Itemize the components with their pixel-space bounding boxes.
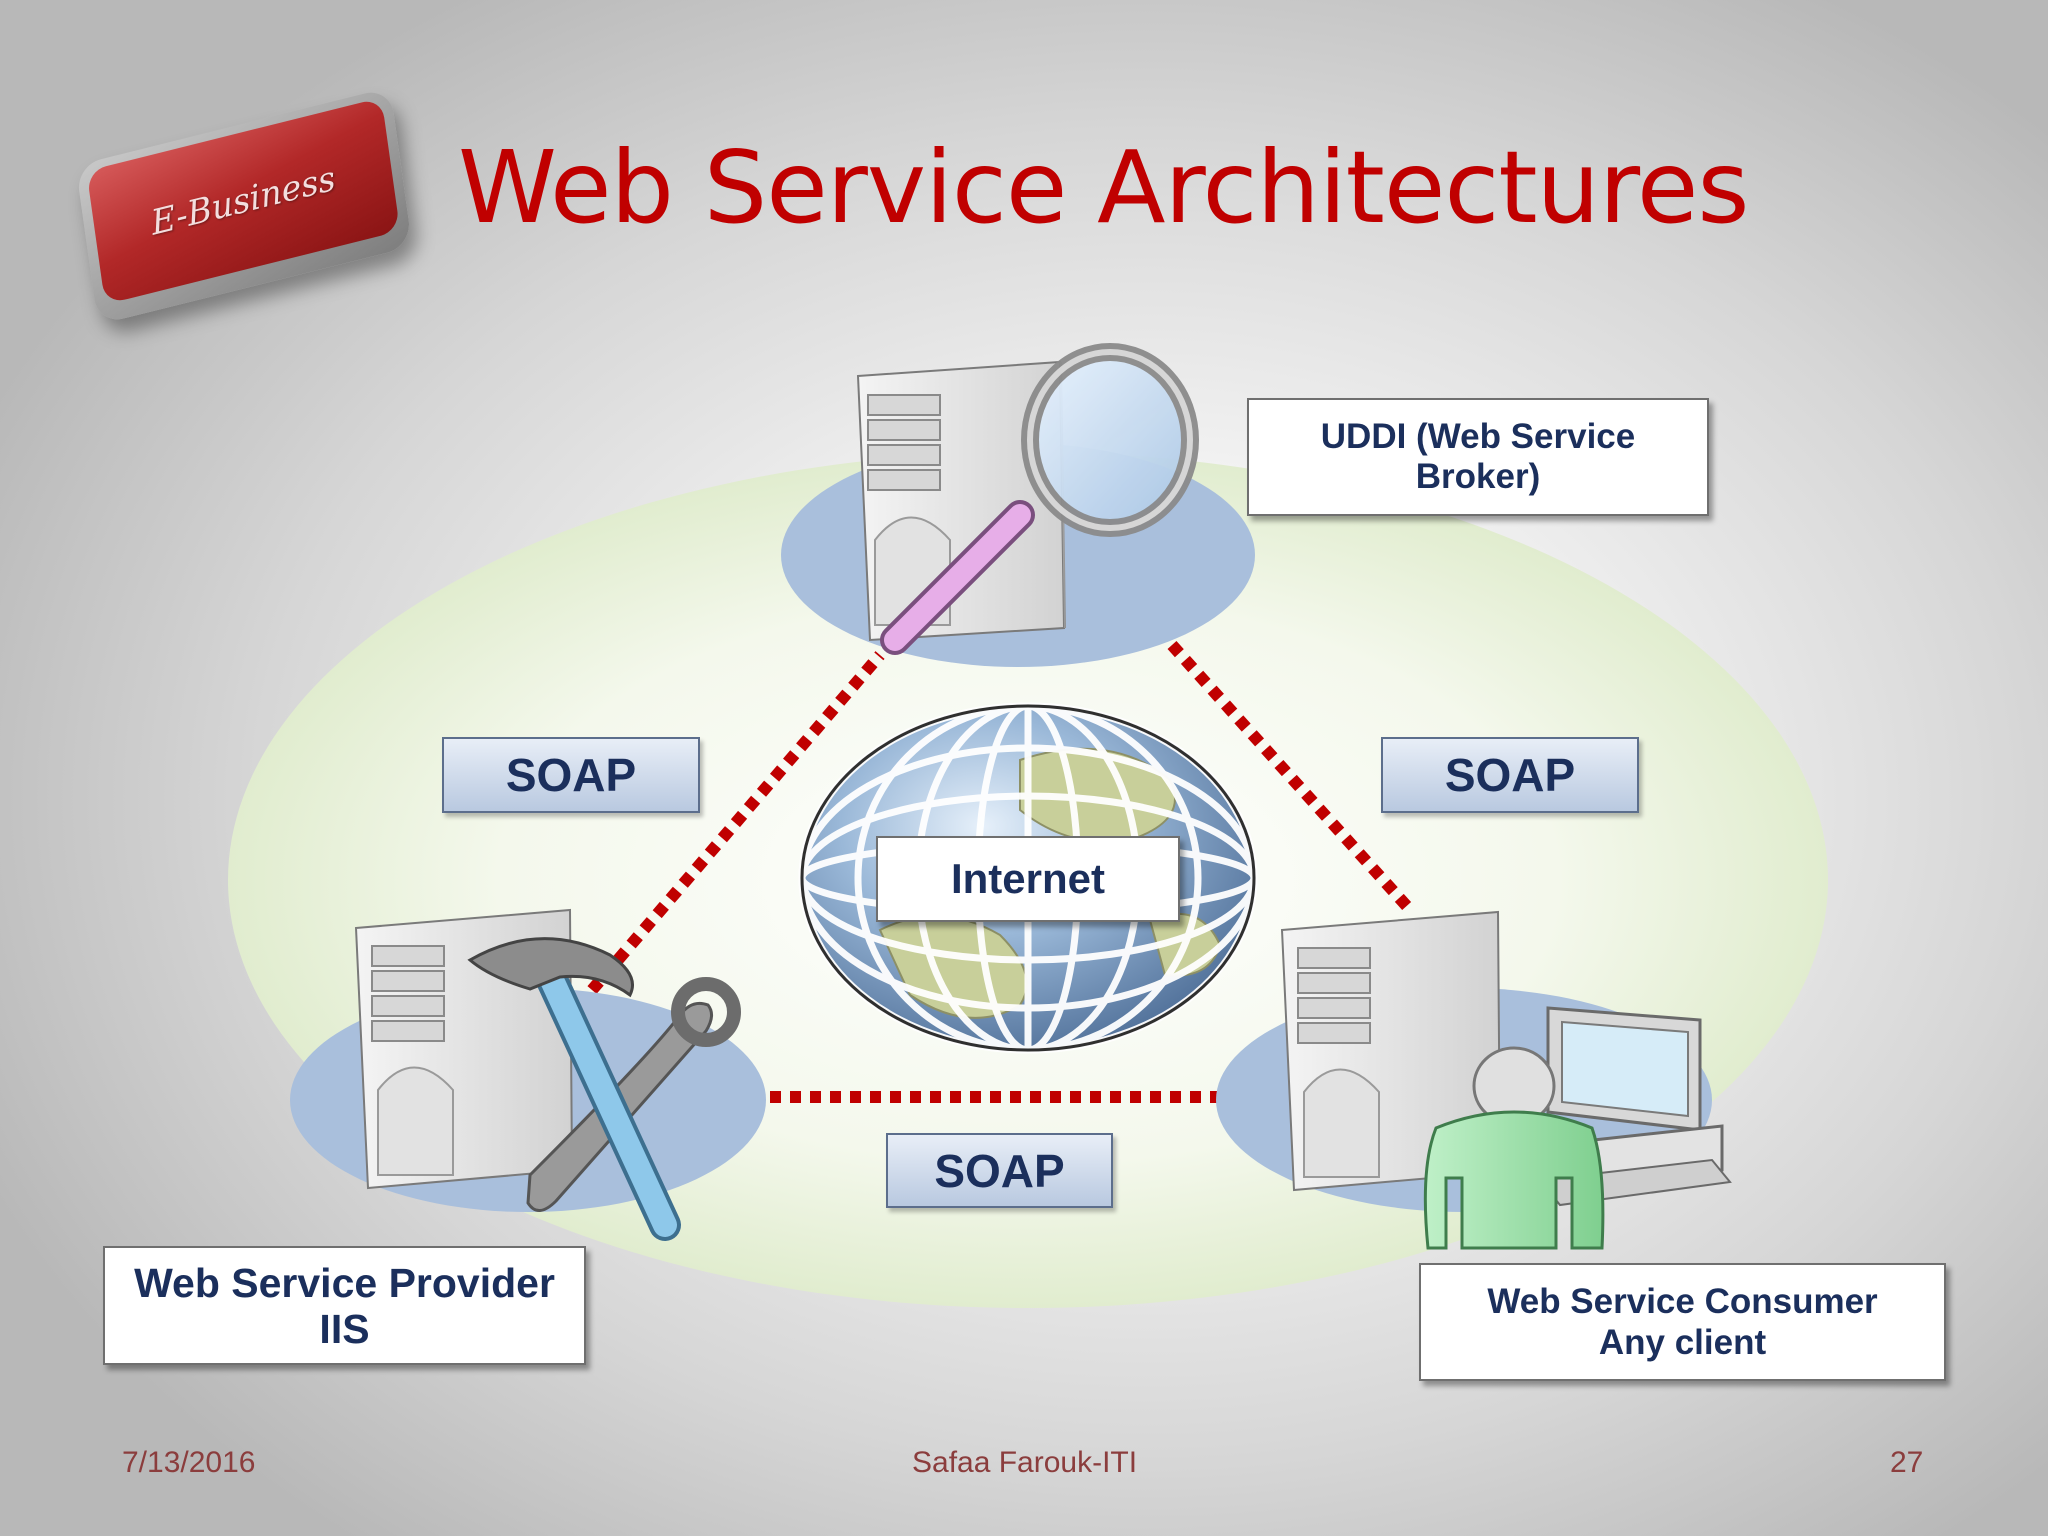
- footer-author: Safaa Farouk-ITI: [912, 1446, 1138, 1479]
- footer-date: 7/13/2016: [122, 1446, 256, 1479]
- user-person-icon: [1423, 1046, 1605, 1250]
- provider-label-line1: Web Service Provider: [134, 1259, 555, 1306]
- soap-label-right: SOAP: [1381, 737, 1639, 813]
- dotted-links: [587, 640, 1417, 1103]
- broker-label-line2: Broker): [1415, 457, 1541, 496]
- footer-page-number: 27: [1890, 1446, 1924, 1479]
- broker-label-box: UDDI (Web Service Broker): [1247, 398, 1709, 516]
- slide-title: Web Service Architectures: [458, 129, 1749, 246]
- broker-label-line1: UDDI (Web Service: [1320, 417, 1636, 456]
- magnifying-glass-icon: [880, 343, 1199, 655]
- consumer-label-line2: Any client: [1598, 1323, 1767, 1362]
- soap-label-left: SOAP: [442, 737, 700, 813]
- soap-label-bottom: SOAP: [886, 1133, 1113, 1208]
- internet-label: Internet: [950, 855, 1105, 902]
- hammer-wrench-icon: [467, 937, 741, 1241]
- link-provider-broker: [587, 651, 885, 994]
- internet-label-box: Internet: [876, 836, 1180, 922]
- consumer-server-icon: [1280, 910, 1502, 1192]
- provider-label-line2: IIS: [319, 1305, 370, 1352]
- consumer-label-box: Web Service Consumer Any client: [1419, 1263, 1946, 1381]
- consumer-label-line1: Web Service Consumer: [1487, 1282, 1878, 1321]
- provider-label-box: Web Service Provider IIS: [103, 1246, 586, 1365]
